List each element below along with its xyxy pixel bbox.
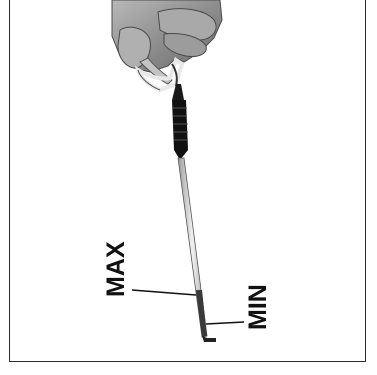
min-label: MIN: [246, 284, 271, 330]
max-level-line: [132, 290, 196, 295]
hand-holding-icon: [112, 0, 222, 90]
dipstick-icon: [172, 84, 216, 342]
max-label: MAX: [104, 241, 129, 297]
min-level-line: [206, 322, 244, 324]
